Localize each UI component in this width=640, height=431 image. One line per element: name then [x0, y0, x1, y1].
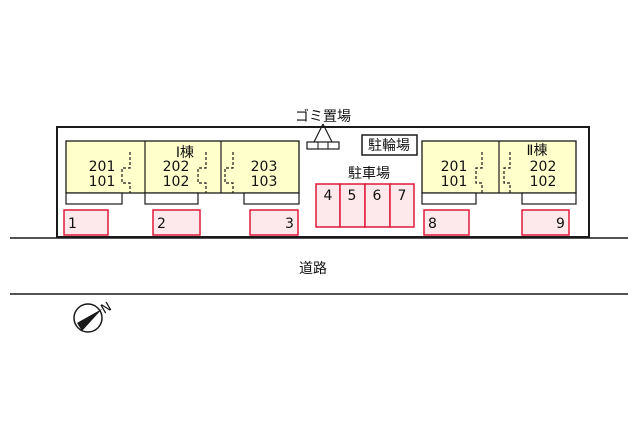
building-2: Ⅱ棟 201 101 202 102 — [421, 140, 577, 205]
unit-upper-number: 203 — [251, 159, 278, 175]
unit-lower-number: 102 — [163, 174, 190, 190]
unit-upper-number: 202 — [163, 159, 190, 175]
unit-upper-number: 201 — [441, 159, 468, 175]
unit-lower-number: 101 — [441, 174, 468, 190]
trash-area: ゴミ置場 — [295, 108, 351, 150]
parking-space — [389, 183, 415, 228]
stair-outline — [197, 152, 207, 193]
parking-space — [521, 209, 570, 236]
bicycle-parking: 駐輪場 — [361, 134, 418, 156]
bicycle-parking-label: 駐輪場 — [368, 137, 410, 154]
parking-space — [249, 209, 299, 236]
parking-space-number: 7 — [398, 188, 407, 204]
entry-step — [144, 192, 199, 205]
unit-lower-number: 103 — [251, 174, 278, 190]
road-label: 道路 — [299, 261, 327, 277]
entry-step — [65, 192, 123, 205]
parking-space — [152, 209, 201, 236]
building-1-outline — [65, 140, 300, 194]
unit-upper-number: 201 — [89, 159, 116, 175]
parking-spaces: 1 2 3 4 5 6 7 8 9 — [63, 183, 570, 236]
entry-step — [243, 192, 300, 205]
unit-upper-number: 202 — [530, 159, 557, 175]
building-1: Ⅰ棟 201 101 202 102 203 103 — [65, 140, 300, 205]
bicycle-parking-box — [361, 134, 418, 156]
parking-space — [364, 183, 391, 228]
parking-space-number: 6 — [373, 188, 382, 204]
building-2-title: Ⅱ棟 — [527, 143, 548, 159]
parking-space-number: 8 — [428, 216, 437, 232]
entry-step — [521, 192, 577, 205]
stair-outline — [224, 152, 234, 193]
parking-space-number: 5 — [348, 188, 357, 204]
trash-label: ゴミ置場 — [295, 108, 351, 125]
parking-space — [63, 209, 109, 236]
stair-outline — [121, 152, 131, 193]
parking-space-number: 4 — [324, 188, 333, 204]
compass-needle-shadow — [77, 309, 102, 331]
unit-lower-number: 102 — [530, 174, 557, 190]
entry-step — [421, 192, 477, 205]
parking-space — [423, 209, 470, 236]
parking-lot-label: 駐車場 — [348, 165, 390, 182]
parking-space-number: 1 — [68, 216, 77, 232]
unit-lower-number: 101 — [89, 174, 116, 190]
parking-space-number: 3 — [285, 216, 294, 232]
parking-space-number: 2 — [157, 216, 166, 232]
parking-space-number: 9 — [556, 216, 565, 232]
building-1-title: Ⅰ棟 — [176, 145, 194, 161]
trash-pointer-line — [322, 123, 333, 143]
trash-box — [306, 141, 340, 150]
trash-pointer-line — [313, 123, 324, 143]
north-compass-icon: N — [73, 300, 114, 333]
